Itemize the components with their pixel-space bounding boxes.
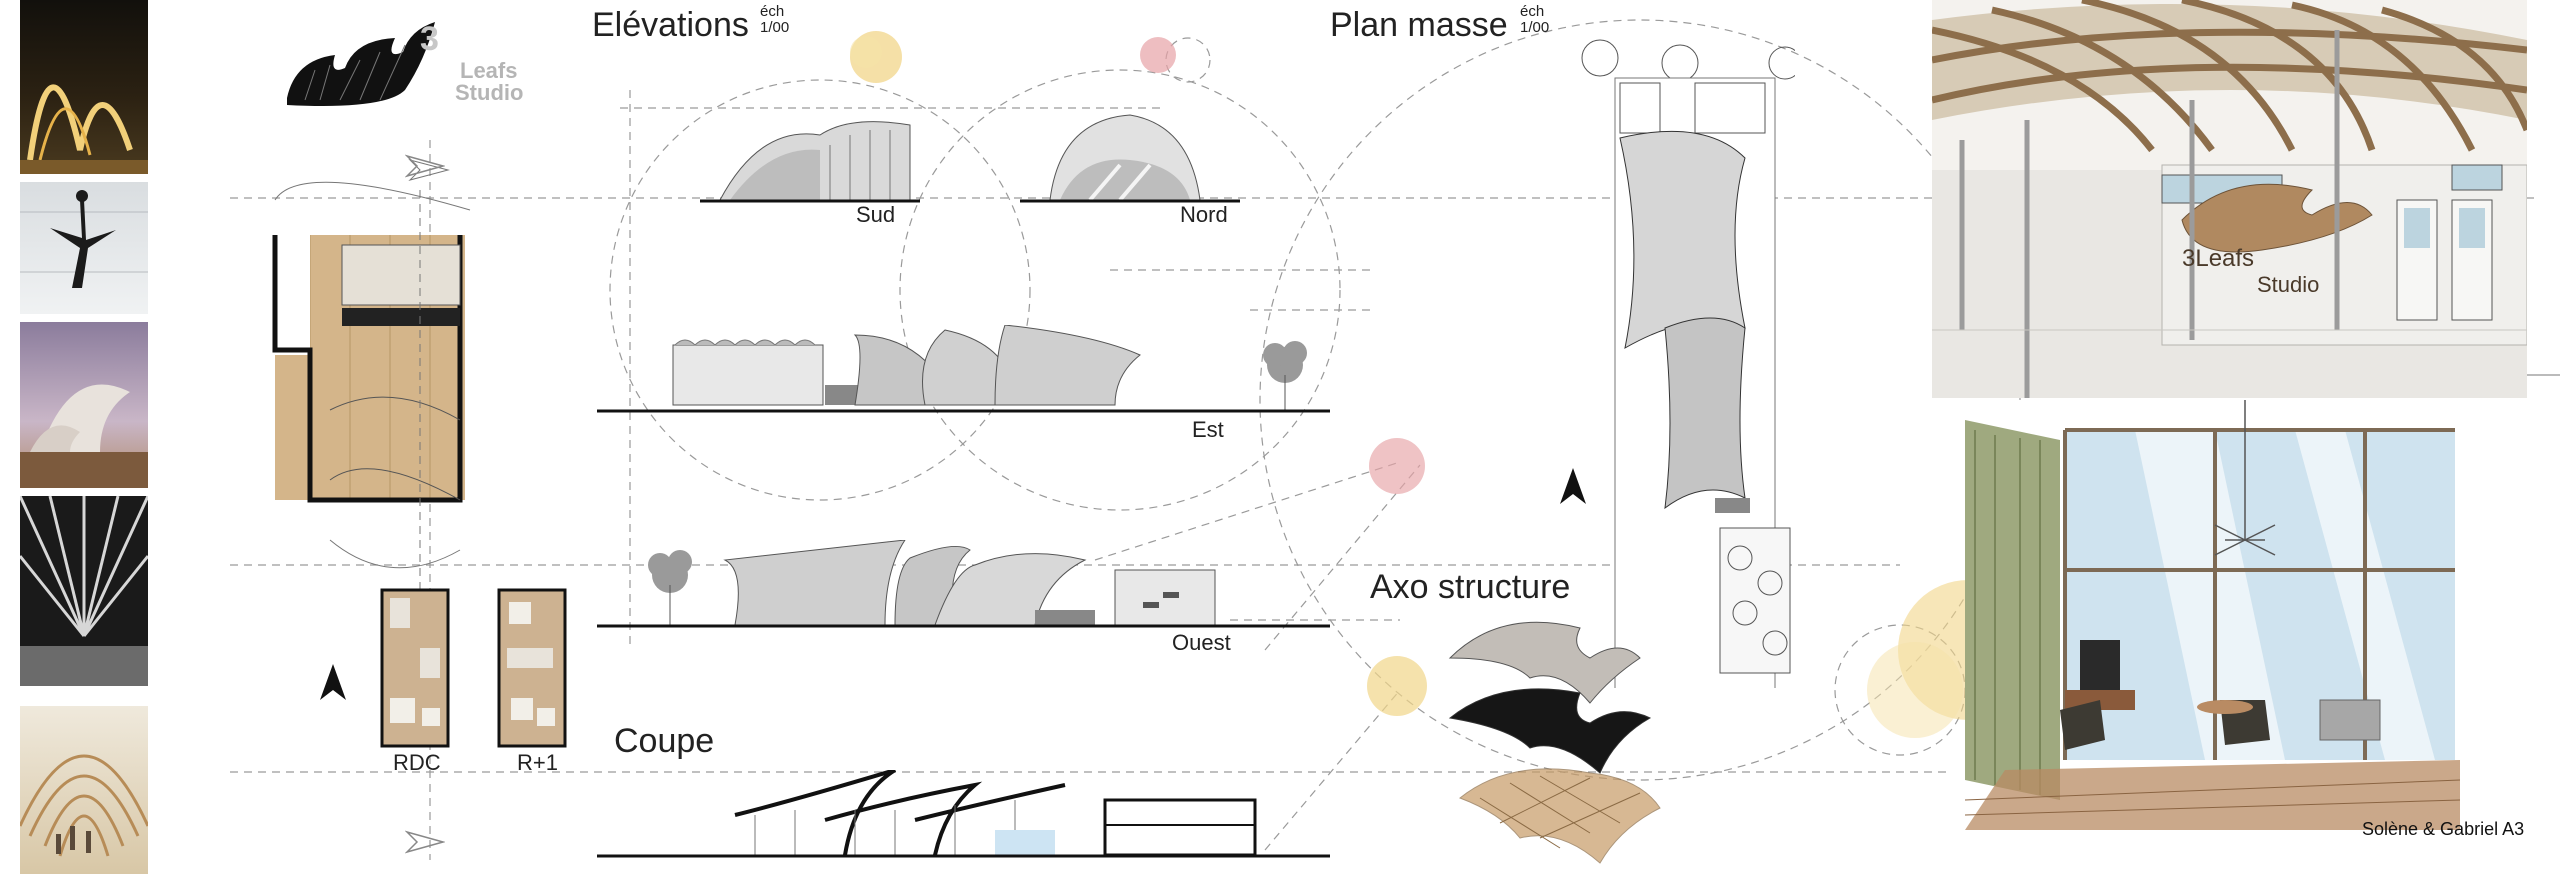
interior-sign-line1: 3Leafs: [2182, 245, 2255, 272]
guide-line: [1094, 461, 1401, 561]
reference-photo-dancer: [20, 182, 148, 314]
label-rdc: RDC: [393, 750, 441, 775]
scale-label: éch: [1520, 3, 1545, 20]
north-arrow-icon: [320, 664, 346, 700]
title-axo: Axo structure: [1370, 568, 1571, 606]
leaf-logo-icon: [287, 22, 435, 106]
logo-number: 3: [420, 20, 439, 58]
interior-render-studio: 3Leafs Studio: [1932, 0, 2527, 398]
elevation-est: [597, 325, 1330, 413]
scale-value: 1/00: [1520, 19, 1550, 36]
guide-circle: [899, 69, 1341, 511]
section-coupe: [597, 770, 1330, 858]
chandelier-icon: [2214, 400, 2276, 556]
scale-label: éch: [760, 3, 785, 20]
logo-line1: Leafs: [460, 58, 518, 83]
title-coupe: Coupe: [614, 722, 715, 760]
studio-logo: 3 Leafs Studio: [285, 20, 535, 110]
reference-photo-opera-shells: [20, 322, 148, 488]
guide-circle: [609, 79, 1031, 501]
elevation-nord: [1020, 114, 1240, 203]
interior-sign-line2: Studio: [2257, 272, 2320, 297]
reference-photo-opera-night: [20, 0, 148, 174]
label-sud: Sud: [856, 202, 896, 227]
interior-render-living: [1965, 400, 2460, 830]
divider-line: [2527, 374, 2560, 376]
section-arrow-icon: [405, 830, 445, 854]
plan-roof-outline: [274, 181, 471, 211]
floor-plan-rdc: [380, 588, 450, 748]
axo-structure: [1448, 621, 1661, 864]
tree-icon: [1581, 39, 1619, 77]
title-plan-masse: Plan masse: [1330, 6, 1508, 44]
accent-dot-yellow: [1367, 656, 1427, 716]
guide-line: [1264, 464, 1421, 651]
logo-line2: Studio: [455, 80, 524, 105]
floor-plan-r1: [497, 588, 567, 748]
scale-value: 1/00: [760, 19, 790, 36]
accent-dot-pink: [1369, 438, 1425, 494]
sign-leaf-icon: [2181, 183, 2373, 253]
label-ouest: Ouest: [1172, 630, 1231, 655]
reference-photo-timber-canopy: [20, 496, 148, 686]
accent-dot-pink: [1140, 37, 1176, 73]
section-arrow-icon: [405, 154, 445, 178]
accent-dot-yellow: [1867, 642, 1963, 738]
tree-icon: [1768, 46, 1795, 80]
label-r1: R+1: [517, 750, 558, 775]
floor-plan: [272, 159, 471, 670]
title-elevations: Elévations: [592, 6, 749, 44]
plan-walls: [272, 235, 463, 503]
credit-text: Solène & Gabriel A3: [2362, 819, 2525, 839]
north-arrow-icon: [1560, 468, 1586, 504]
plan-masse: [1581, 39, 1795, 688]
elevation-ouest: [597, 540, 1330, 628]
label-nord: Nord: [1180, 202, 1228, 227]
accent-dot-yellow: [850, 36, 882, 68]
guide-circle: [1165, 37, 1211, 83]
reference-photo-wooden-ribs: [20, 706, 148, 874]
guide-line: [1264, 689, 1401, 851]
label-est: Est: [1192, 417, 1224, 442]
elevation-sud: [700, 121, 920, 203]
tree-icon: [1661, 44, 1699, 82]
